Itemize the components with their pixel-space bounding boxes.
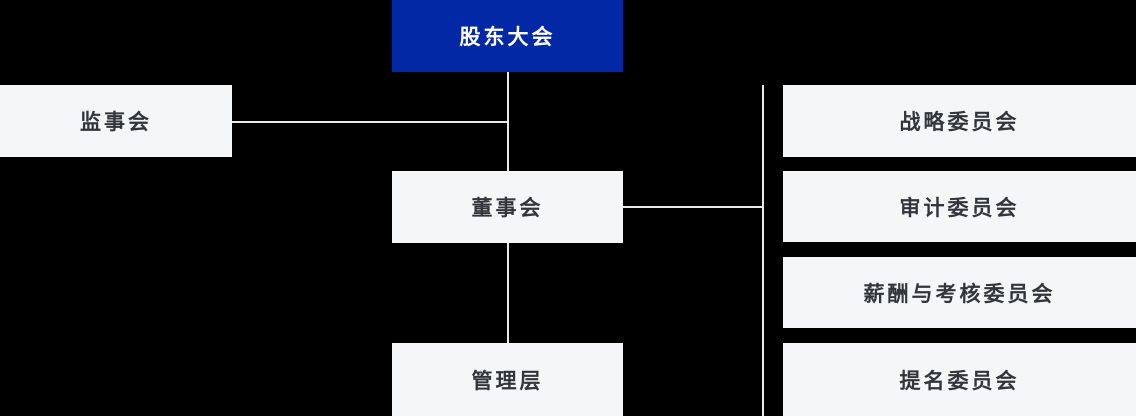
node-shareholders-label: 股东大会 (459, 26, 556, 49)
node-strategy-committee-label: 战略委员会 (899, 111, 1020, 134)
node-audit-committee-label: 审计委员会 (899, 196, 1020, 220)
node-strategy-committee: 战略委员会 (783, 85, 1136, 157)
connector-board-to-committees (623, 206, 764, 208)
connector-board-to-management (507, 243, 509, 343)
node-compensation-assessment-committee: 薪酬与考核委员会 (783, 257, 1136, 328)
node-board-label: 董事会 (471, 197, 544, 220)
node-shareholders-meeting: 股东大会 (392, 0, 623, 72)
node-board-of-directors: 董事会 (392, 171, 623, 243)
node-compensation-assessment-committee-label: 薪酬与考核委员会 (863, 282, 1056, 306)
connector-committees-trunk (762, 85, 764, 416)
node-management-label: 管理层 (471, 369, 544, 393)
node-nomination-committee: 提名委员会 (783, 343, 1136, 416)
node-nomination-committee-label: 提名委员会 (899, 369, 1020, 393)
node-supervisory-label: 监事会 (80, 111, 152, 134)
connector-supervisory-to-trunk (232, 121, 509, 123)
node-management: 管理层 (392, 343, 623, 416)
node-audit-committee: 审计委员会 (783, 171, 1136, 242)
node-supervisory-board: 监事会 (0, 85, 232, 157)
